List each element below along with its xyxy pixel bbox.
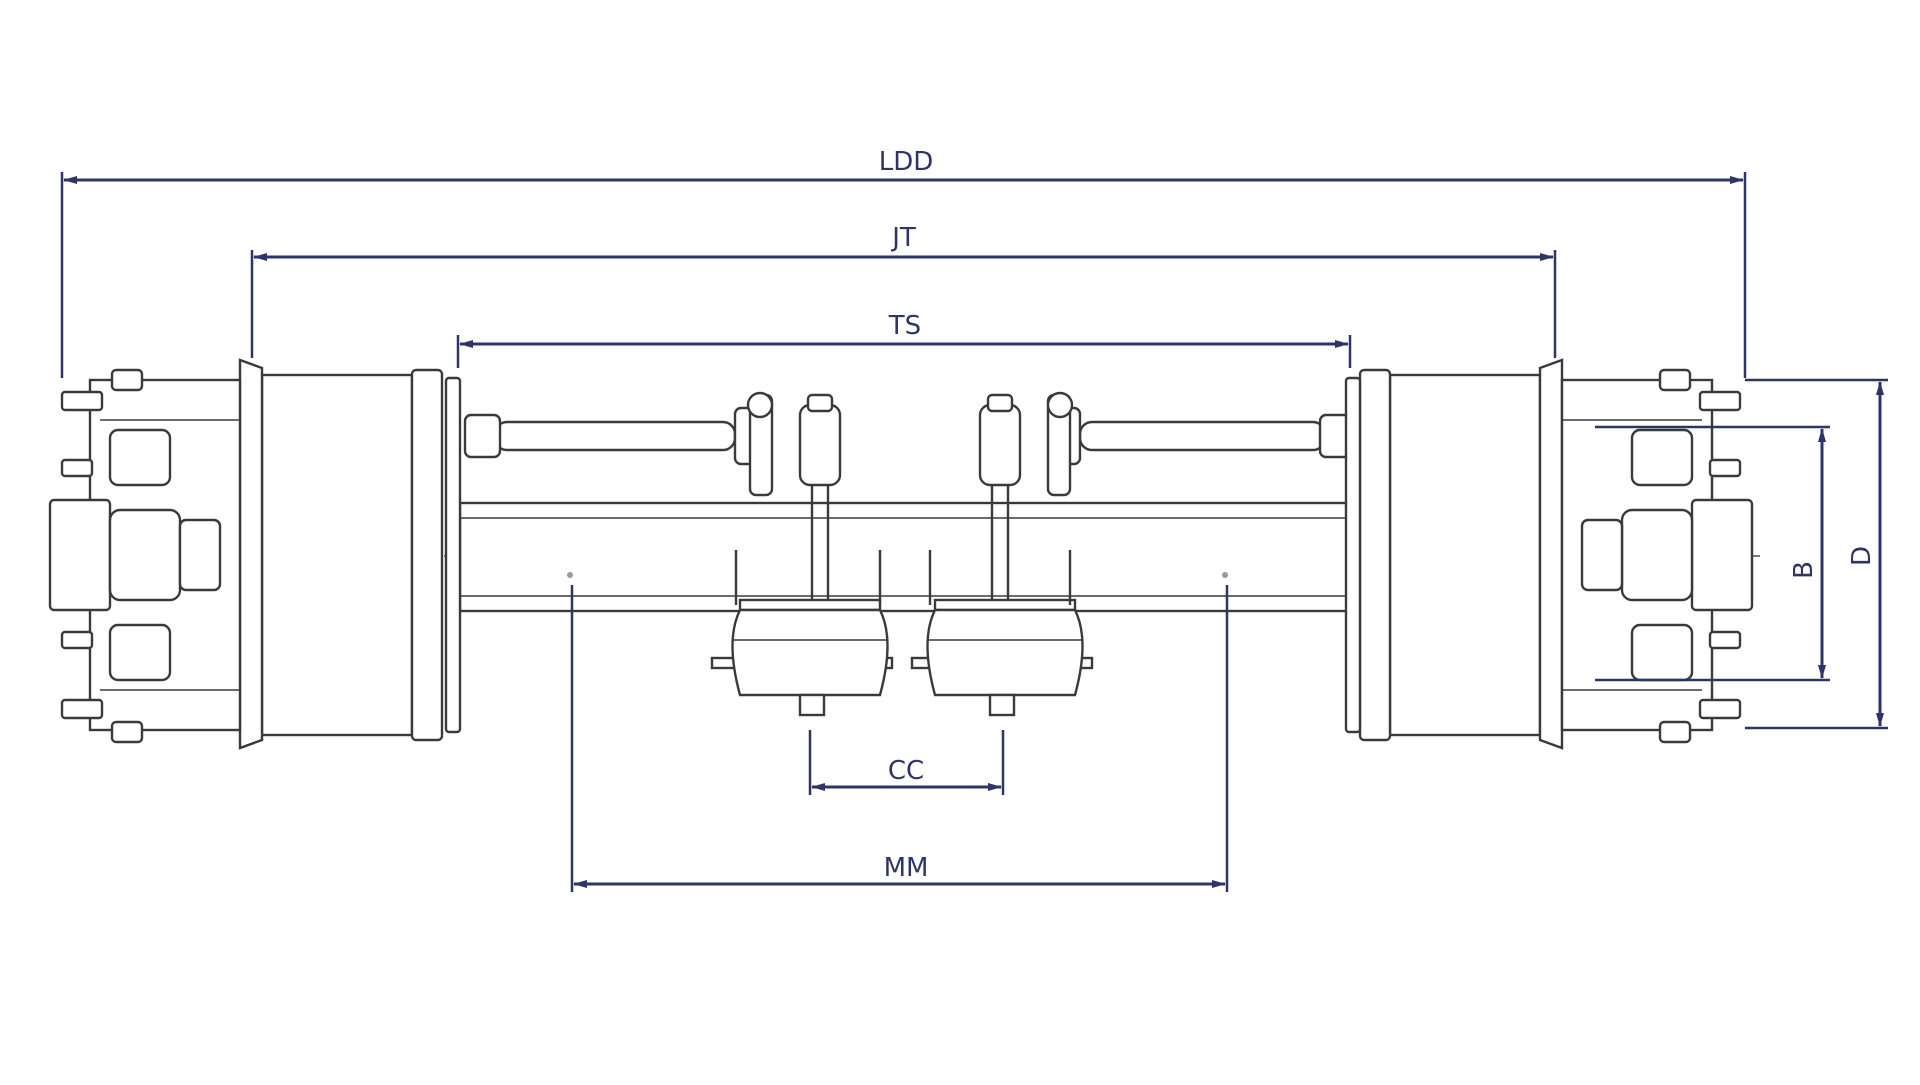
d-label: D <box>1847 546 1877 566</box>
dimension-mm: MM <box>570 585 1229 892</box>
brake-drum-left <box>238 358 462 750</box>
camshaft-right-tube <box>1078 420 1327 452</box>
axle-beam <box>458 501 1358 613</box>
camshaft-right <box>1048 406 1357 466</box>
brake-chamber-right <box>910 550 1094 717</box>
dimension-b: B <box>1595 425 1830 682</box>
drum-right-body <box>1388 373 1542 737</box>
mm-label: MM <box>884 853 929 883</box>
cc-label: CC <box>888 756 924 786</box>
ldd-label: LDD <box>879 147 934 177</box>
wheel-hub-right <box>1560 368 1754 744</box>
dimension-cc: CC <box>808 730 1005 795</box>
axle-assembly <box>48 358 1760 750</box>
ts-label: TS <box>888 311 921 341</box>
dimension-ldd: LDD <box>60 147 1747 378</box>
brake-chamber-left <box>710 550 894 717</box>
dimension-jt: JT <box>250 223 1557 358</box>
slack-adjuster-right <box>978 391 1074 610</box>
dimension-ts: TS <box>456 311 1352 368</box>
brake-drum-right <box>1344 358 1564 750</box>
camshaft-left-tube <box>493 420 737 452</box>
camshaft-left <box>463 406 767 466</box>
axle-beam-body <box>458 501 1358 613</box>
drum-left-body <box>260 373 414 737</box>
dimension-d: D <box>1745 378 1888 730</box>
wheel-hub-left <box>48 368 242 744</box>
jt-label: JT <box>890 223 916 253</box>
slack-adjuster-left <box>746 391 842 610</box>
b-label: B <box>1789 561 1819 579</box>
